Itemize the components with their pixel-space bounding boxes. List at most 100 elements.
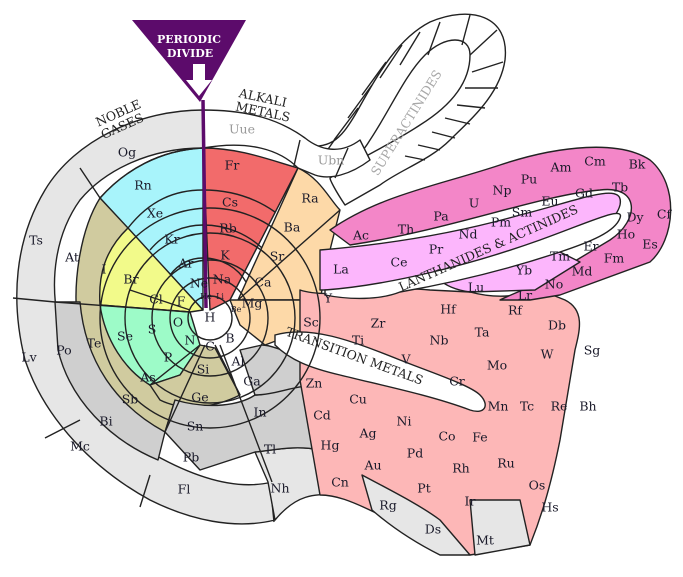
element-np: Np [493,183,512,198]
element-yb: Yb [515,263,532,278]
element-at: At [64,250,79,265]
element-u: U [469,196,480,211]
element-ne: Ne [190,276,208,291]
element-v: V [400,352,411,367]
element-c: C [205,339,215,354]
element-ubn: Ubn [318,153,345,168]
element-lr: Lr [518,288,532,303]
element-fr: Fr [225,158,240,173]
element-po: Po [56,343,71,358]
element-sb: Sb [122,392,139,407]
element-ho: Ho [617,227,635,242]
element-y: Y [323,291,333,306]
element-ac: Ac [352,228,369,243]
element-bi: Bi [99,414,112,429]
element-am: Am [550,160,572,175]
element-ti: Ti [352,333,364,348]
lanthanide-gap [324,212,622,300]
element-p: P [164,350,172,365]
element-lv: Lv [21,350,37,365]
element-fe: Fe [472,430,487,445]
element-nb: Nb [430,333,449,348]
element-sc: Sc [303,315,319,330]
lanthanides-actinides-block [319,146,672,301]
element-ds: Ds [425,522,441,537]
element-pa: Pa [433,209,449,224]
element-te: Te [87,336,102,351]
element-pm: Pm [491,215,511,230]
element-th: Th [398,222,414,237]
element-f: F [177,294,186,309]
element-pb: Pb [183,450,199,465]
element-bk: Bk [629,157,646,172]
element-ir: Ir [465,494,476,509]
element-nh: Nh [271,481,290,496]
element-fm: Fm [604,251,625,266]
element-cs: Cs [222,195,238,210]
element-se: Se [117,329,133,344]
element-md: Md [572,264,593,279]
element-no: No [545,277,563,292]
element-nd: Nd [459,227,478,242]
element-mc: Mc [70,439,90,454]
element-h: H [205,310,216,325]
element-cr: Cr [449,374,465,389]
element-ni: Ni [397,414,412,429]
element-ta: Ta [475,325,490,340]
periodic-divide-label-1: PERIODIC [157,33,221,46]
element-bh: Bh [579,399,596,414]
element-zr: Zr [371,316,386,331]
element-lu: Lu [468,280,484,295]
element-n: N [185,333,196,348]
element-rh: Rh [452,461,469,476]
ring-lines [54,147,341,483]
element-ar: Ar [177,256,193,271]
element-pu: Pu [521,172,537,187]
element-sm: Sm [512,205,533,220]
element-cn: Cn [331,475,349,490]
element-uue: Uue [229,122,255,137]
element-cf: Cf [657,207,673,222]
element-ba: Ba [284,220,301,235]
element-og: Og [118,145,136,160]
element-be: Be [231,305,242,314]
inner-sectors [54,197,321,471]
element-k: K [220,248,230,263]
element-db: Db [548,318,566,333]
periodic-divide-marker: PERIODIC DIVIDE [132,20,246,309]
element-mo: Mo [487,358,507,373]
element-hs: Hs [541,500,558,515]
element-i: I [102,262,107,277]
element-hf: Hf [440,302,457,317]
element-ts: Ts [29,233,43,248]
element-sn: Sn [187,419,204,434]
element-si: Si [197,362,210,377]
element-b: B [225,331,234,346]
period-8-ring [202,109,371,179]
element-al: Al [230,354,244,369]
element-s: S [148,322,157,337]
element-zn: Zn [306,376,323,391]
element-mt: Mt [476,533,494,548]
element-ce: Ce [391,255,408,270]
element-rn: Rn [134,178,151,193]
element-dy: Dy [626,210,644,225]
element-tm: Tm [550,249,570,264]
element-la: La [333,262,349,277]
element-tl: Tl [264,442,276,457]
element-cd: Cd [313,408,331,423]
element-pt: Pt [417,481,430,496]
element-kr: Kr [164,232,179,247]
element-hg: Hg [321,438,340,453]
element-re: Re [551,399,568,414]
element-na: Na [213,272,232,287]
element-pd: Pd [407,446,423,461]
element-ru: Ru [497,456,514,471]
element-ca: Ca [254,275,272,290]
element-er: Er [583,239,598,254]
down-arrow-icon [186,64,212,96]
element-xe: Xe [147,206,163,221]
element-ge: Ge [191,390,208,405]
element-in: In [254,405,267,420]
